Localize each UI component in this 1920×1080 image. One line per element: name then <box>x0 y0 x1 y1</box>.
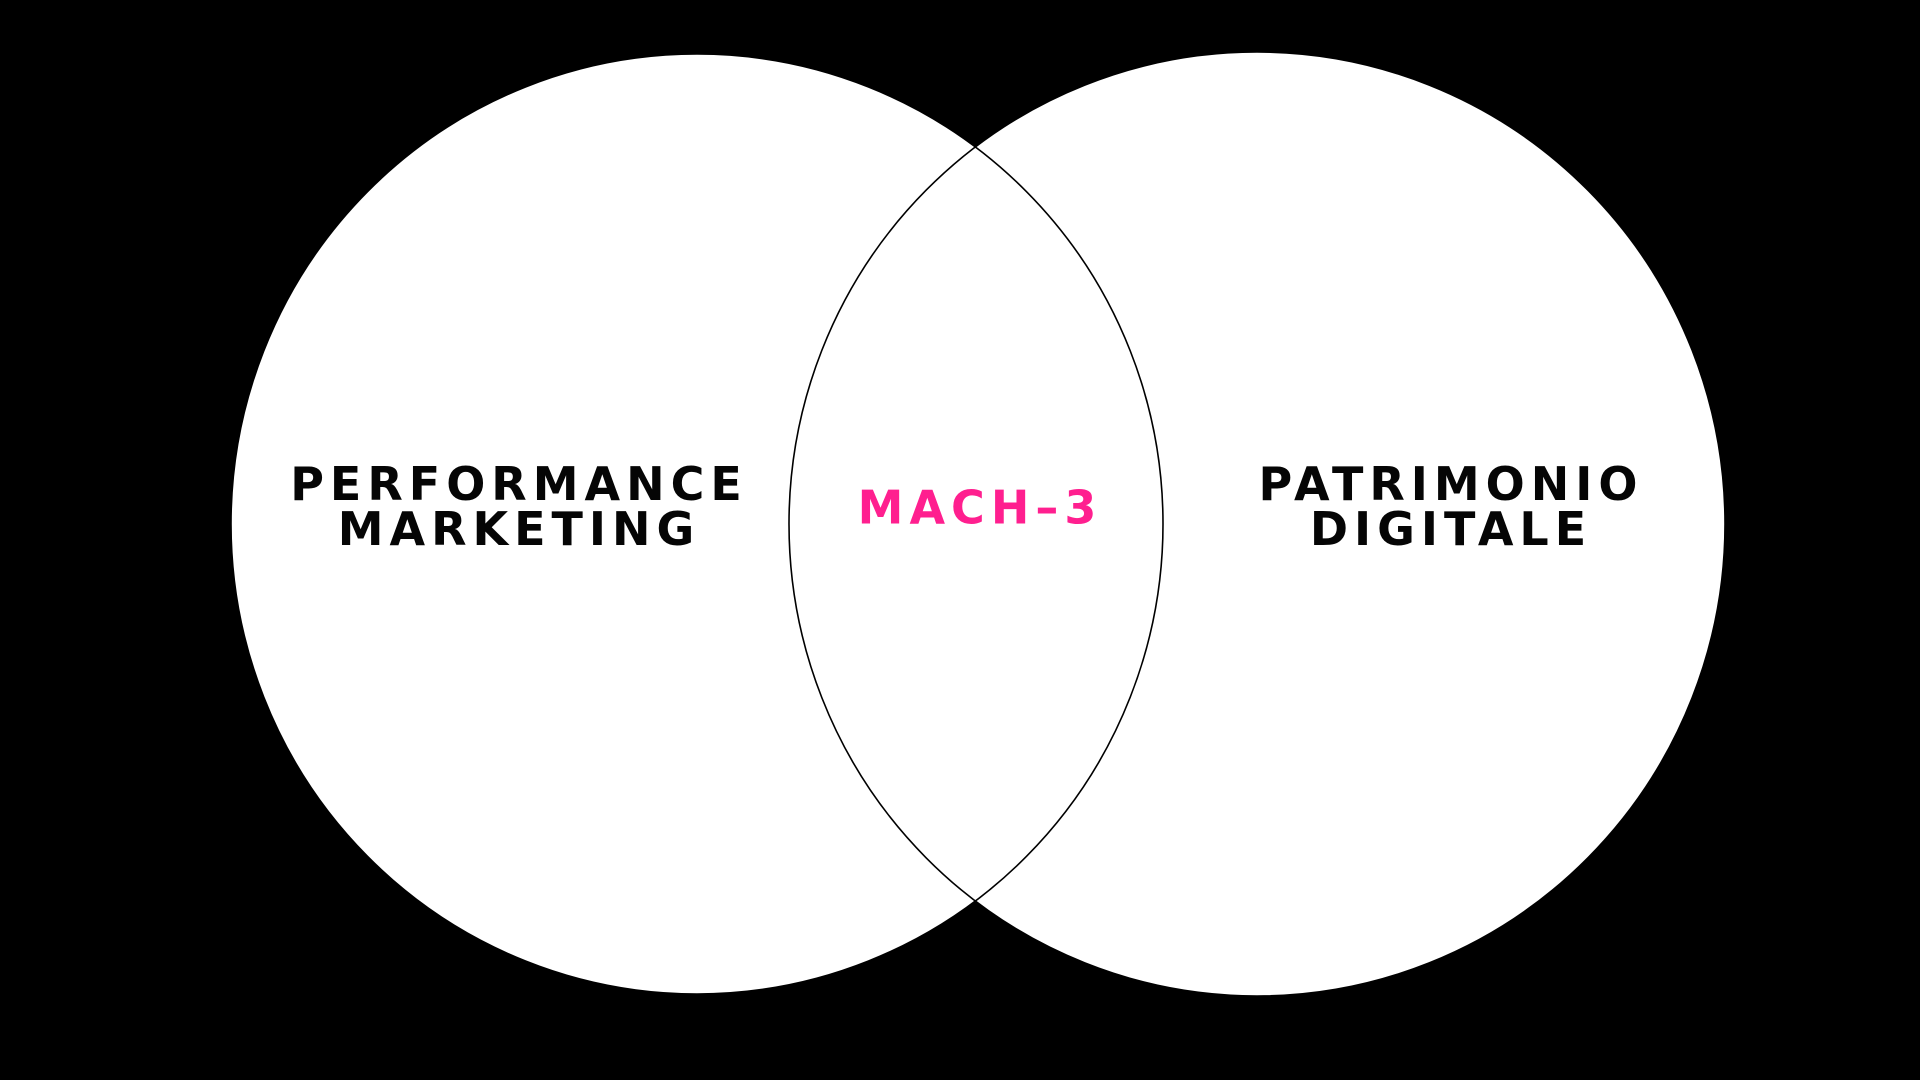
left-circle-label-line-2: MARKETING <box>337 502 701 556</box>
intersection-label-text: MACH–3 <box>857 480 1103 535</box>
right-circle-label: PATRIMONIO DIGITALE <box>1258 457 1644 556</box>
left-circle-outline <box>230 53 1164 995</box>
right-circle-fill <box>789 52 1725 996</box>
right-circle-outline <box>788 51 1726 997</box>
left-circle-label-line-1: PERFORMANCE <box>290 457 748 511</box>
left-circle-label: PERFORMANCE MARKETING <box>290 457 748 556</box>
right-circle-label-line-2: DIGITALE <box>1309 502 1593 556</box>
intersection-label: MACH–3 <box>857 480 1103 535</box>
right-circle-label-line-1: PATRIMONIO <box>1258 457 1644 511</box>
